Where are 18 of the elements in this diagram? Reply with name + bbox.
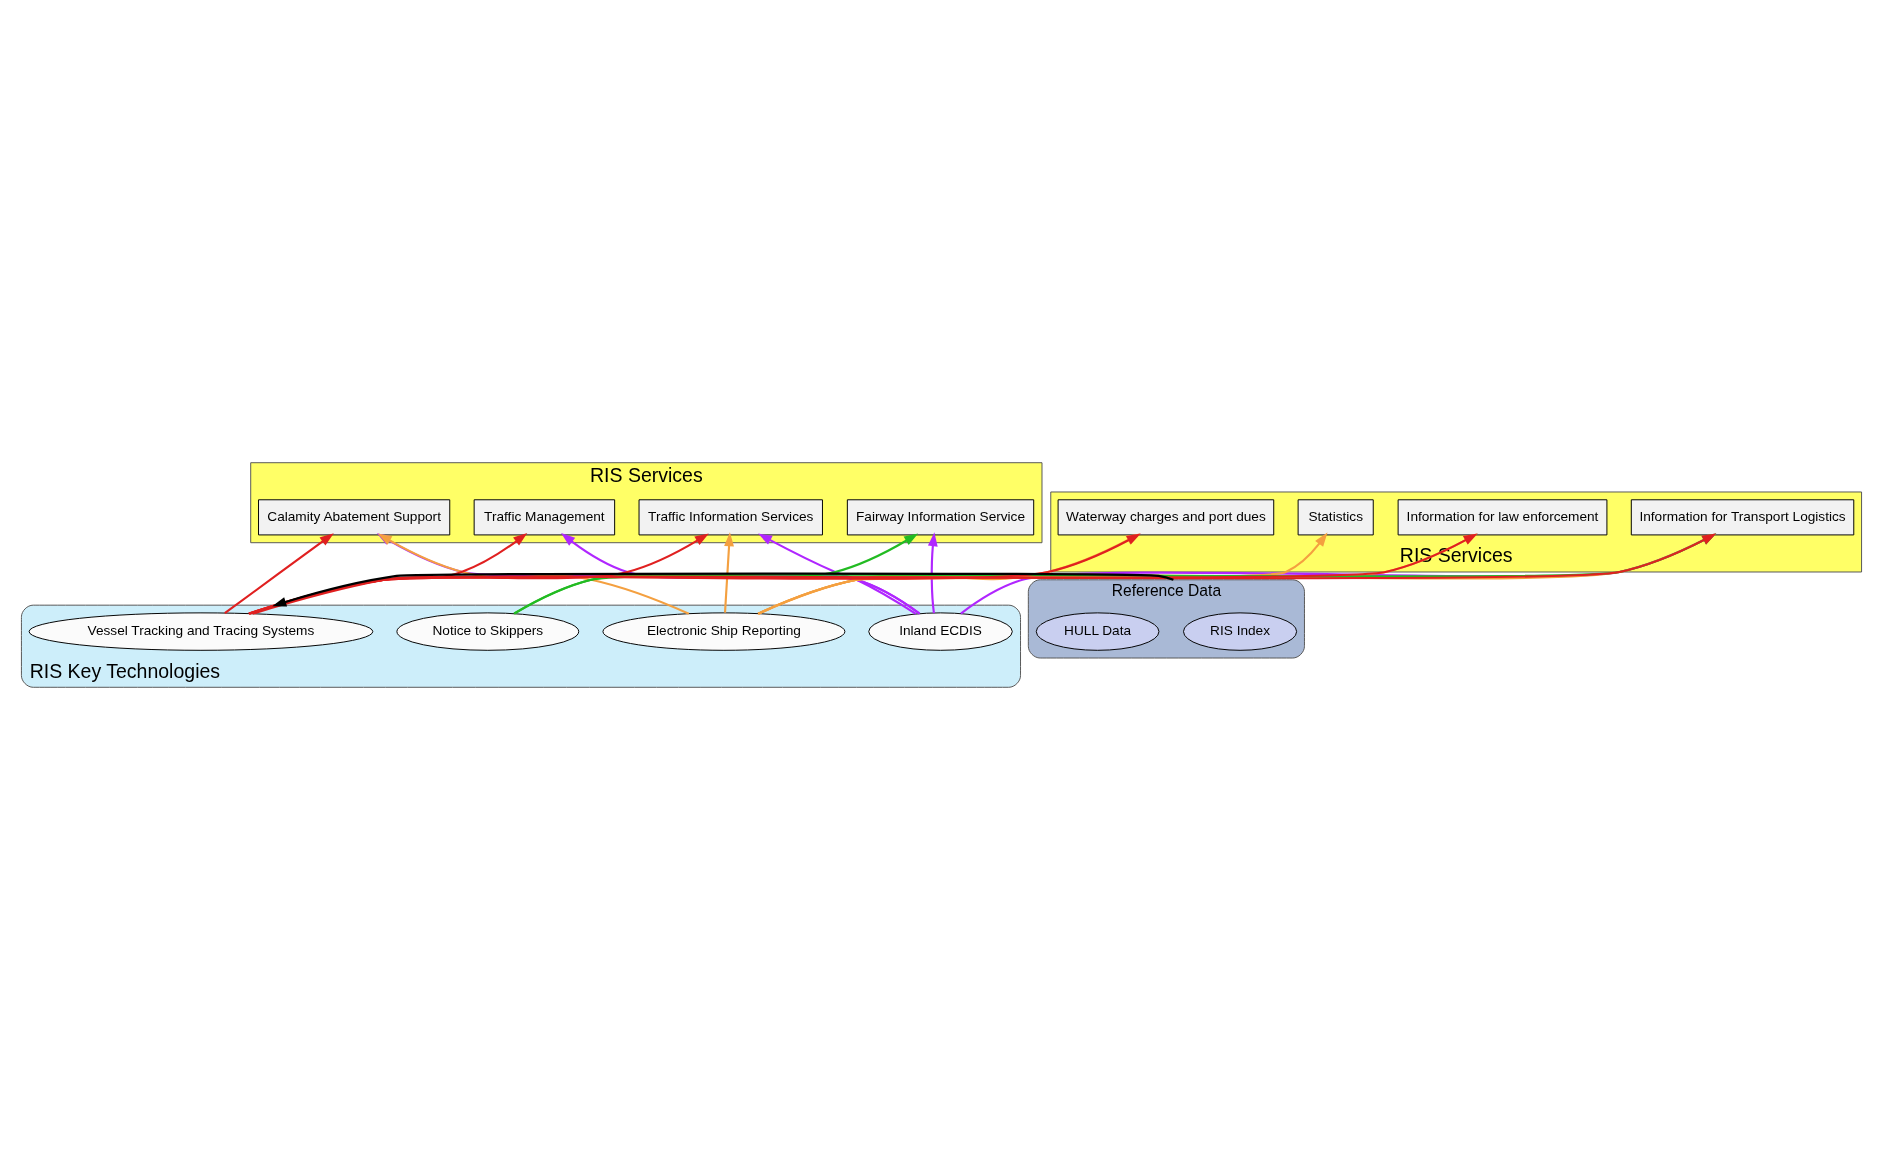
node-box: Statistics [1297,498,1374,535]
arrow [272,572,1174,607]
node-box: Information for Transport Logistics [1630,498,1855,535]
node-ellipse: Vessel Tracking and Tracing Systems [28,611,374,651]
node-ellipse: HULL Data [1035,611,1160,651]
node-ellipse: Inland ECDIS [868,611,1013,651]
node-box: Traffic Management [473,498,616,535]
node-ellipse: RIS Index [1183,611,1298,651]
node-box: Waterway charges and port dues [1057,498,1275,535]
node-box: Traffic Information Services [638,498,823,535]
node-box: Fairway Information Service [846,498,1035,535]
arrow [224,532,334,614]
node-ellipse: Electronic Ship Reporting [602,611,846,651]
node-box: Information for law enforcement [1397,498,1608,535]
arrow [927,531,938,613]
node-ellipse: Notice to Skippers [396,611,580,651]
arrow [723,531,734,613]
node-box: Calamity Abatement Support [258,498,451,535]
